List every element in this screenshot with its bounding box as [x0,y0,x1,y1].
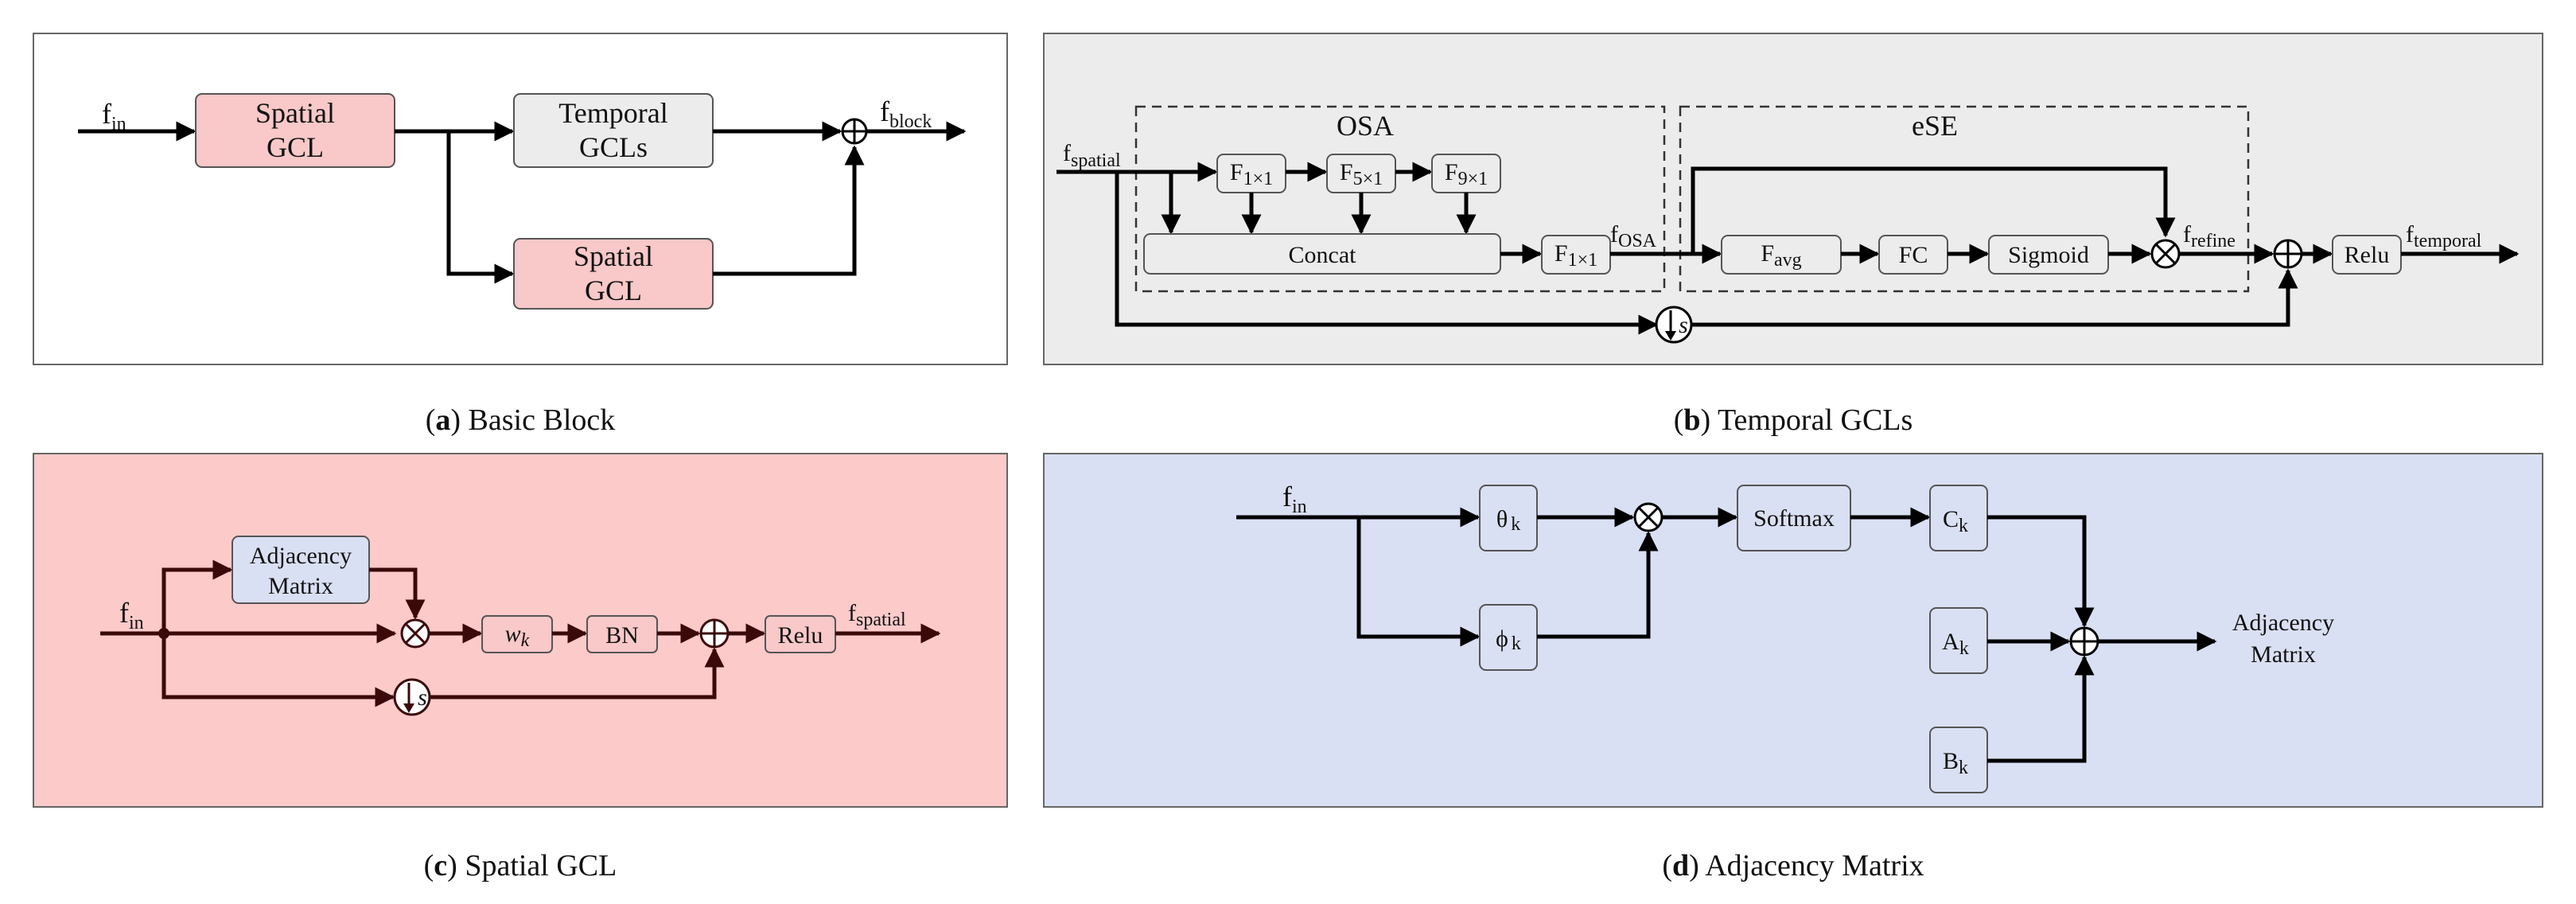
output-adjacency-line1: Adjacency [2232,610,2334,636]
panel-c-output-label: fspatial [848,600,906,630]
downsample-op-c: s [393,678,431,716]
arrow-in-to-phi [1356,517,1481,647]
panel-a-frame [33,33,1008,365]
f9x1-label: F9×1 [1445,159,1488,189]
softmax-label: Softmax [1753,505,1835,532]
osa-dashed-region [1134,105,1666,293]
arrow-in-to-downsample-c [161,633,395,707]
panel-a-output-label: fblock [880,95,932,132]
spatial-gcl-top-line2: GCL [267,131,324,163]
fc-label: FC [1899,242,1928,268]
phi-box [1479,604,1538,671]
spatial-gcl-bottom-line2: GCL [585,275,642,306]
arrow-phi-to-multiply [1537,531,1659,639]
panel-b-frame [1043,33,2543,365]
arrow-downsample-to-add-c [430,647,725,699]
panel-b-input-label: fspatial [1063,140,1121,171]
c-label: Ck [1943,506,1968,536]
output-adjacency-line2: Matrix [2251,641,2316,668]
frefine-label: frefine [2183,221,2236,251]
concat-label: Concat [1289,242,1357,268]
panel-c-caption: (c) Spatial GCL [424,849,617,883]
temporal-gcls-line1: Temporal [558,97,667,129]
multiply-operator-d [1633,502,1664,532]
adjacency-matrix-c-line1: Adjacency [250,543,352,569]
arrow-in-to-adjacency [161,559,233,633]
downsample-op-b: s [1655,306,1693,344]
multiply-operator-c [400,618,430,649]
relu-label-b: Relu [2344,242,2390,268]
temporal-gcls-line2: GCLs [579,131,648,163]
favg-label: Favg [1761,240,1801,271]
spatial-gcl-bottom-line1: Spatial [574,240,653,272]
arrow-shortcut-to-downsample [1115,172,1659,335]
arrow-c-to-add [1987,515,2095,628]
wk-label: wk [505,621,530,651]
panel-b-output-label: ftemporal [2406,221,2482,251]
theta-box [1479,485,1538,551]
osa-title: OSA [1337,110,1394,142]
f5x1-label: F5×1 [1340,159,1383,189]
bn-label: BN [605,622,639,649]
arrow-fosa-to-multiply [1691,166,2176,254]
panel-d-input-label: fin [1282,481,1307,517]
ese-title: eSE [1912,110,1958,142]
f1x1-label: F1×1 [1230,159,1273,189]
panel-c-spatial-gcl: fin Adjacency Matrix wk BN s [33,453,1008,883]
add-operator-b [2273,239,2303,269]
arrow-b-to-add [1987,655,2095,763]
arrow-spatial-to-spatial2 [446,131,515,284]
add-operator-a [841,118,868,145]
panel-a-caption: (a) Basic Block [426,403,616,437]
add-operator-c [699,618,730,649]
adjacency-matrix-c-line2: Matrix [268,573,333,599]
add-operator-d [2069,626,2099,657]
spatial-gcl-top-line1: Spatial [255,97,335,129]
multiply-operator-b [2150,239,2181,269]
panel-c-input-label: fin [119,597,144,633]
arrow-downsample-to-add [1690,268,2298,327]
arrow-adjacency-to-multiply [369,567,426,620]
a-label: Ak [1942,629,1969,659]
shortcut-s-label-c: s [418,684,427,711]
relu-label-c: Relu [778,622,823,649]
fosa-label: fOSA [1610,221,1657,251]
f1x1b-label: F1×1 [1555,240,1597,271]
panel-d-caption: (d) Adjacency Matrix [1662,849,1924,883]
panel-b-caption: (b) Temporal GCLs [1674,403,1913,437]
ese-dashed-region [1679,105,2250,293]
panel-a-basic-block: fin Spatial GCL Temporal GCLs Spatial GC… [33,33,1008,437]
panel-b-temporal-gcls: OSA eSE fspatial s F1×1 F5×1 F9×1 Concat… [1043,33,2543,437]
arrow-spatial2-to-add [713,145,865,276]
b-label: Bk [1943,748,1968,778]
shortcut-s-label-b: s [1679,312,1688,338]
sigmoid-label: Sigmoid [2008,242,2089,268]
